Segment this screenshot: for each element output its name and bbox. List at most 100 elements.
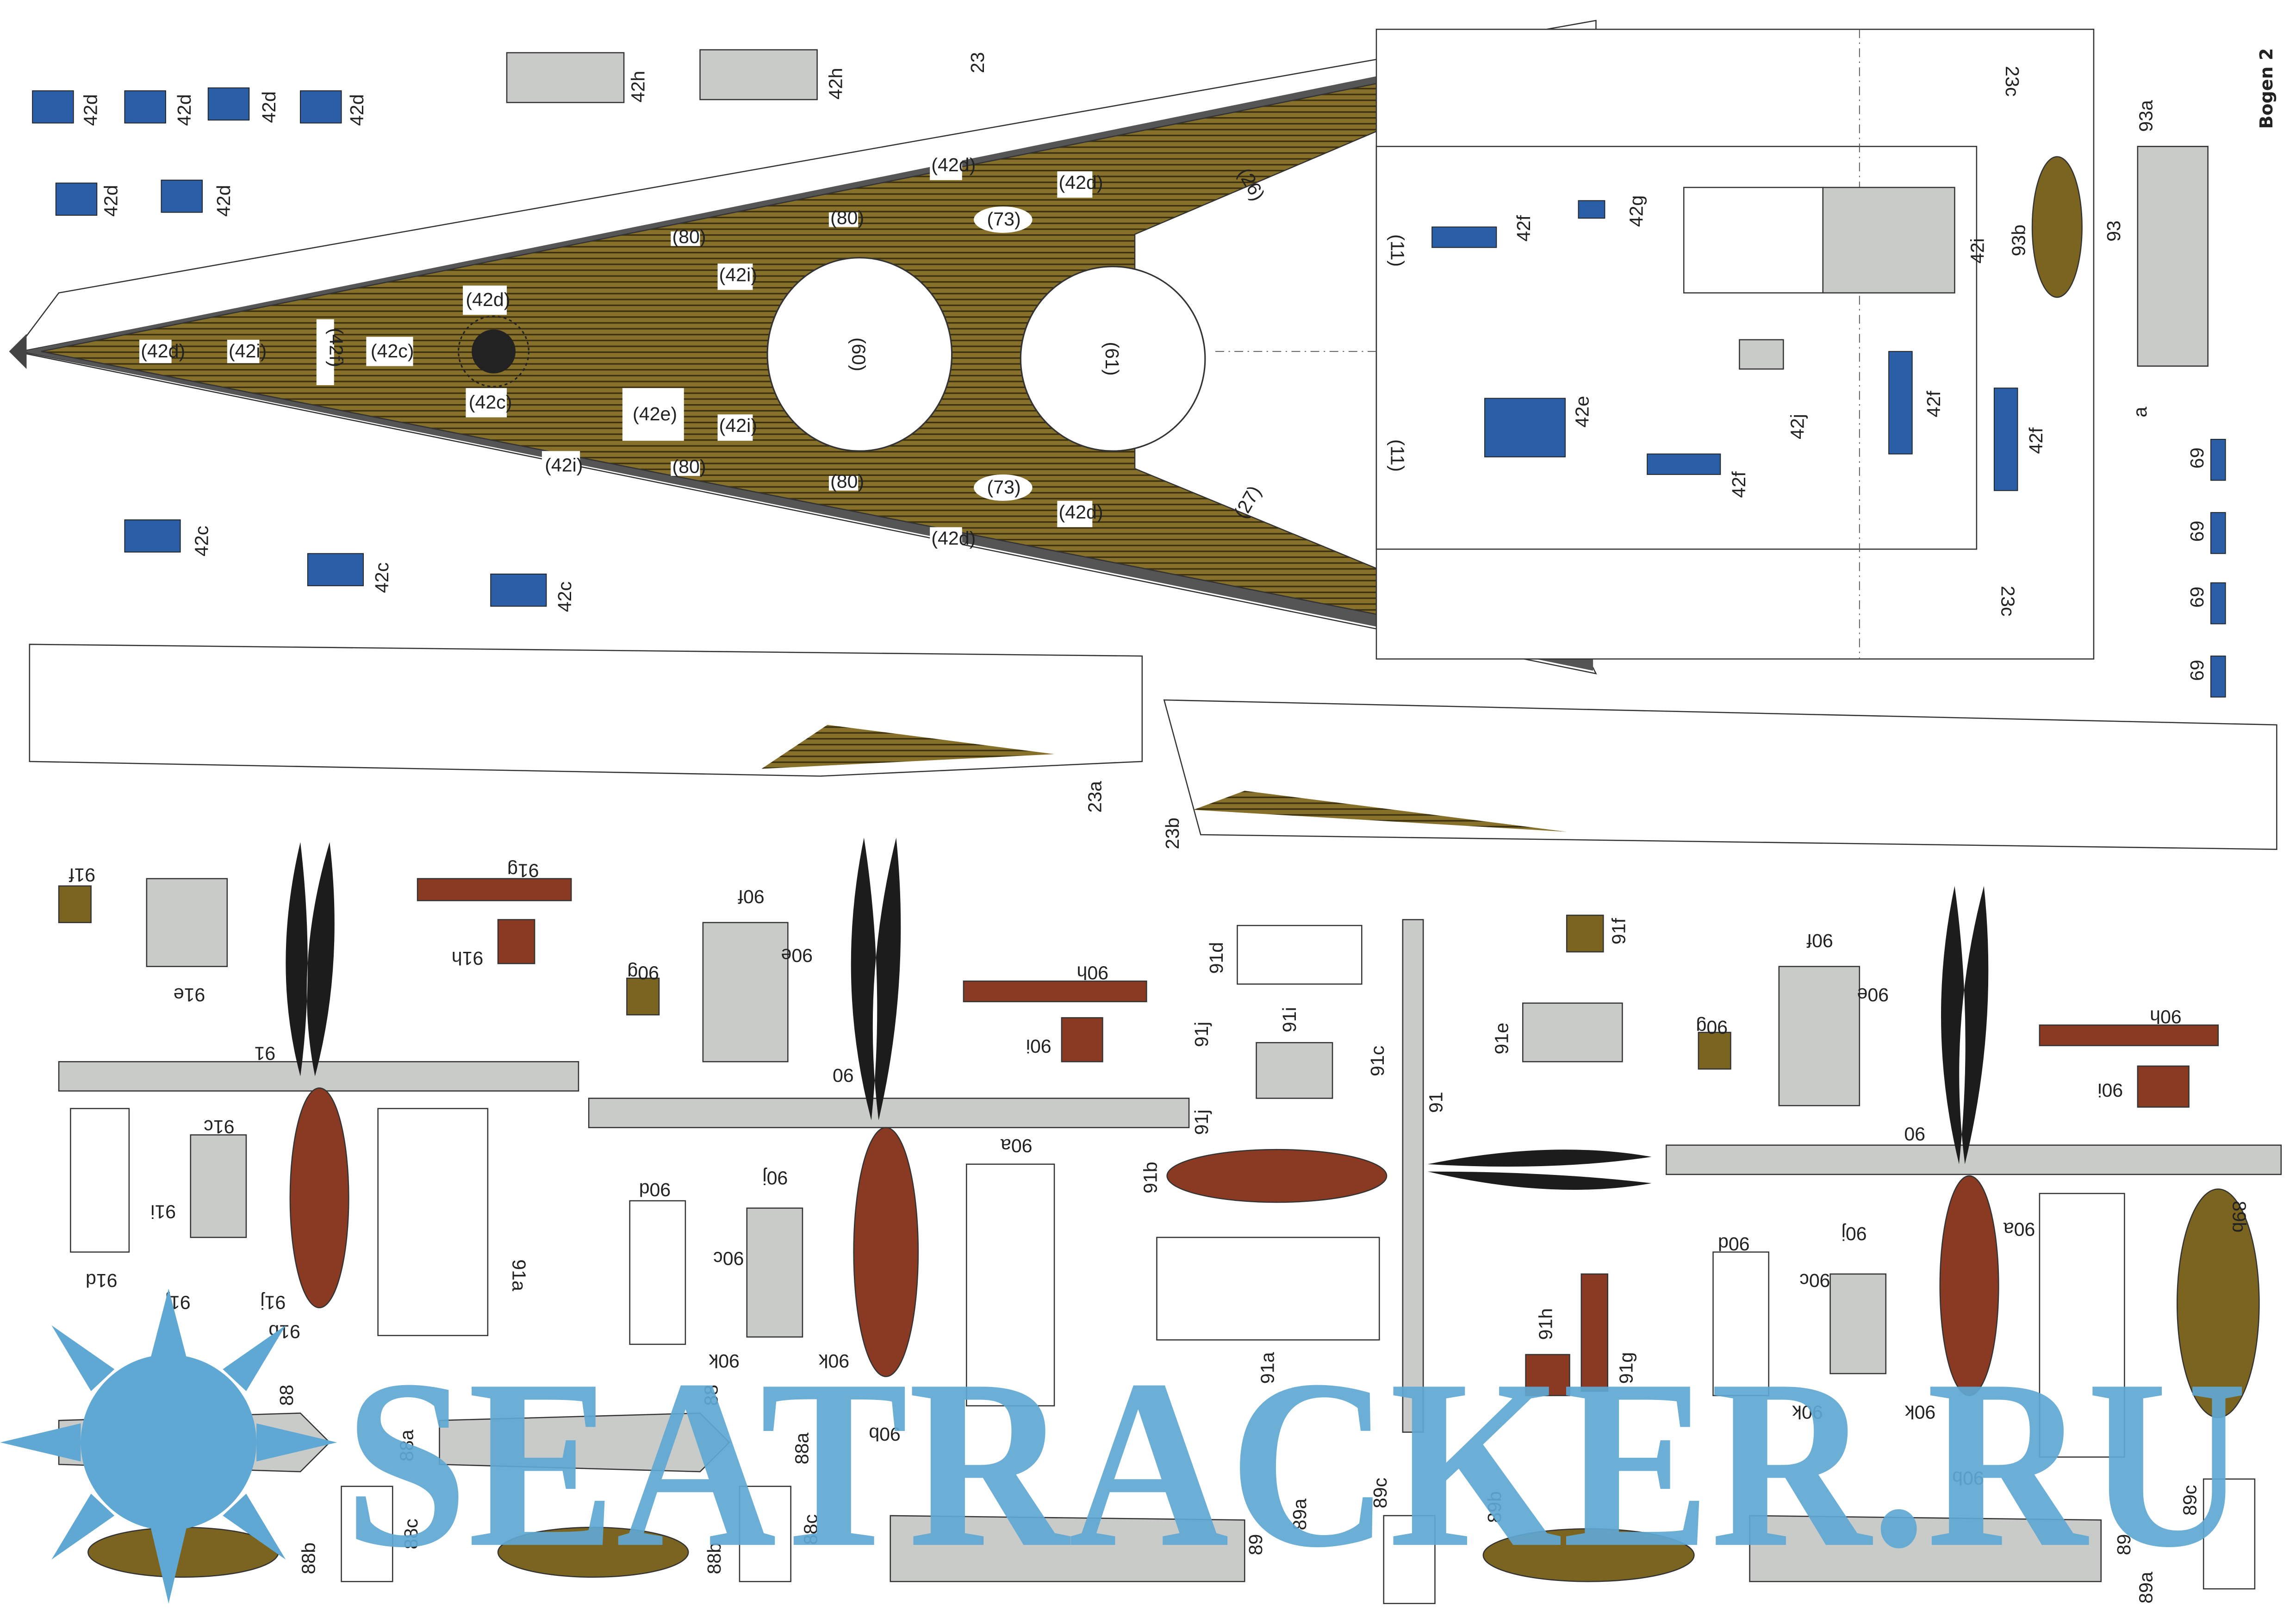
svg-text:(42d): (42d) <box>1059 172 1103 193</box>
svg-text:90k: 90k <box>1792 1402 1823 1423</box>
svg-text:42c: 42c <box>371 562 392 593</box>
svg-text:42h: 42h <box>825 68 846 100</box>
svg-text:90h: 90h <box>1076 962 1108 984</box>
svg-text:42d: 42d <box>258 91 280 123</box>
svg-text:91f: 91f <box>1608 918 1630 945</box>
detail-parts: 91f 91e 91g 91h 91c 91d 91i 91j 91j 90g … <box>58 860 2219 1423</box>
svg-text:42j: 42j <box>1787 414 1808 439</box>
svg-text:89c: 89c <box>2179 1485 2200 1516</box>
svg-text:(80): (80) <box>830 207 864 228</box>
svg-text:90d: 90d <box>639 1179 671 1200</box>
svg-text:69: 69 <box>2186 521 2208 542</box>
svg-text:91c: 91c <box>204 1116 234 1137</box>
svg-text:90c: 90c <box>1799 1270 1830 1291</box>
svg-text:(42c): (42c) <box>371 340 414 362</box>
svg-text:88b: 88b <box>703 1543 725 1574</box>
svg-text:(42d): (42d) <box>141 340 185 362</box>
svg-text:91e: 91e <box>1491 1023 1512 1055</box>
svg-text:42f: 42f <box>1728 471 1749 498</box>
svg-text:(42i): (42i) <box>545 455 583 476</box>
svg-text:69: 69 <box>2186 447 2208 468</box>
svg-text:(11): (11) <box>1387 439 1408 472</box>
svg-text:90j: 90j <box>762 1168 788 1189</box>
svg-text:89: 89 <box>1245 1534 1266 1555</box>
svg-text:90d: 90d <box>1718 1233 1750 1255</box>
svg-text:91: 91 <box>1425 1092 1446 1113</box>
svg-text:91f: 91f <box>68 864 95 886</box>
svg-text:90g: 90g <box>1696 1017 1728 1038</box>
parts-69: a 69 69 69 69 <box>2129 407 2226 698</box>
svg-text:42g: 42g <box>1626 195 1647 227</box>
svg-text:90a: 90a <box>1001 1135 1033 1156</box>
svg-text:88b: 88b <box>298 1543 319 1574</box>
bow-tip <box>9 334 27 369</box>
svg-text:90j: 90j <box>1842 1223 1867 1244</box>
svg-text:42i: 42i <box>1967 238 1988 264</box>
svg-text:90k: 90k <box>1905 1402 1936 1423</box>
svg-text:91i: 91i <box>1279 1007 1300 1032</box>
label-23c-2: 23c <box>1997 586 2019 616</box>
svg-text:(73): (73) <box>987 208 1021 230</box>
svg-text:90b: 90b <box>1952 1468 1984 1489</box>
svg-text:88c: 88c <box>800 1514 821 1545</box>
svg-text:89a: 89a <box>1289 1499 1310 1530</box>
svg-text:89b: 89b <box>2228 1201 2250 1233</box>
svg-text:42f: 42f <box>2025 427 2047 454</box>
parts-42-right: 42f 42g 42e 42f 42j 42f 42f 42i <box>1431 195 2047 498</box>
svg-text:90e: 90e <box>1857 984 1889 1006</box>
svg-text:91a: 91a <box>509 1259 530 1291</box>
svg-text:91h: 91h <box>1535 1308 1556 1340</box>
turret-60-label: (60) <box>848 337 870 371</box>
svg-text:88a: 88a <box>396 1430 417 1462</box>
svg-text:91c: 91c <box>1367 1046 1388 1076</box>
svg-text:91j: 91j <box>1191 1022 1212 1047</box>
svg-text:42f: 42f <box>1513 215 1534 242</box>
svg-text:93: 93 <box>2103 220 2124 242</box>
svg-text:91i: 91i <box>150 1201 176 1222</box>
svg-text:42d: 42d <box>213 185 234 217</box>
svg-text:a: a <box>2129 407 2151 418</box>
svg-text:42h: 42h <box>627 71 648 103</box>
svg-text:42d: 42d <box>174 94 195 126</box>
svg-text:90k: 90k <box>709 1350 740 1372</box>
svg-text:(80): (80) <box>672 226 706 247</box>
svg-text:42e: 42e <box>1572 396 1593 428</box>
svg-text:(42c): (42c) <box>469 392 512 413</box>
svg-text:(11): (11) <box>1387 234 1408 267</box>
svg-text:90f: 90f <box>738 886 765 907</box>
logo <box>458 315 530 387</box>
svg-text:(80): (80) <box>830 470 864 492</box>
svg-text:69: 69 <box>2186 660 2208 681</box>
svg-text:91d: 91d <box>86 1270 118 1291</box>
turret-61-ring <box>1020 266 1206 452</box>
svg-text:90i: 90i <box>2097 1080 2123 1101</box>
svg-text:88: 88 <box>276 1385 297 1406</box>
svg-text:(42d): (42d) <box>466 289 510 310</box>
svg-text:(73): (73) <box>987 476 1021 498</box>
svg-text:23a: 23a <box>1084 781 1105 813</box>
parts-42h: 42h 42h <box>506 49 846 103</box>
svg-text:89b: 89b <box>1484 1491 1505 1523</box>
forecastle-deck: (60) (61) (42d) (42i) (42f) (42c) (42d) … <box>9 19 1597 675</box>
label-23: 23 <box>967 52 988 73</box>
svg-text:89a: 89a <box>2135 1572 2156 1604</box>
svg-text:91b: 91b <box>1139 1162 1161 1193</box>
svg-text:(42d): (42d) <box>931 528 976 549</box>
svg-text:91g: 91g <box>507 860 539 881</box>
svg-text:90h: 90h <box>2150 1006 2182 1028</box>
turret-61-label: (61) <box>1101 342 1123 375</box>
svg-text:(42f): (42f) <box>325 328 347 368</box>
sheet-title: Bogen 2 <box>2256 48 2277 129</box>
svg-text:42d: 42d <box>100 185 122 217</box>
svg-text:88: 88 <box>701 1385 722 1406</box>
svg-text:91g: 91g <box>1616 1352 1637 1384</box>
svg-text:90k: 90k <box>818 1350 849 1372</box>
turret-60-ring <box>766 257 953 452</box>
svg-text:88a: 88a <box>791 1432 813 1464</box>
svg-text:69: 69 <box>2186 587 2208 608</box>
svg-text:90g: 90g <box>627 962 659 984</box>
svg-text:(42d): (42d) <box>1059 501 1103 523</box>
parts-42c: 42c 42c 42c <box>124 519 575 612</box>
svg-text:91h: 91h <box>452 948 484 969</box>
